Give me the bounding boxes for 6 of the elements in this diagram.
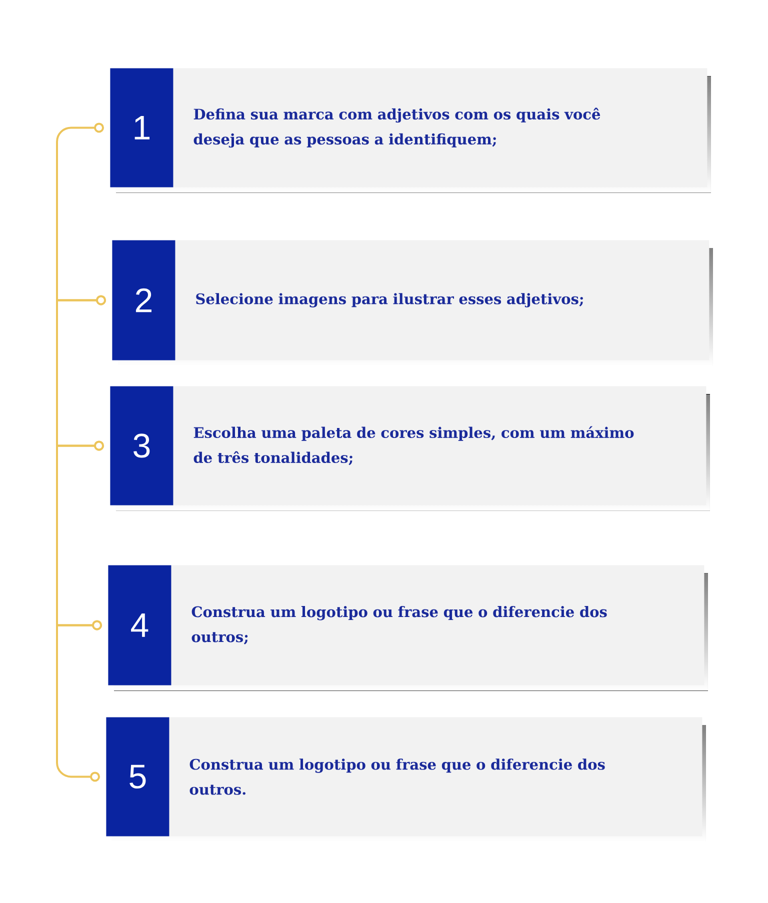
number-band: 5 bbox=[106, 717, 170, 836]
number-band: 1 bbox=[110, 68, 174, 188]
number-band: 2 bbox=[112, 240, 176, 360]
number-band: 3 bbox=[110, 386, 174, 506]
connector-line bbox=[56, 620, 102, 782]
number-band: 4 bbox=[108, 565, 172, 686]
